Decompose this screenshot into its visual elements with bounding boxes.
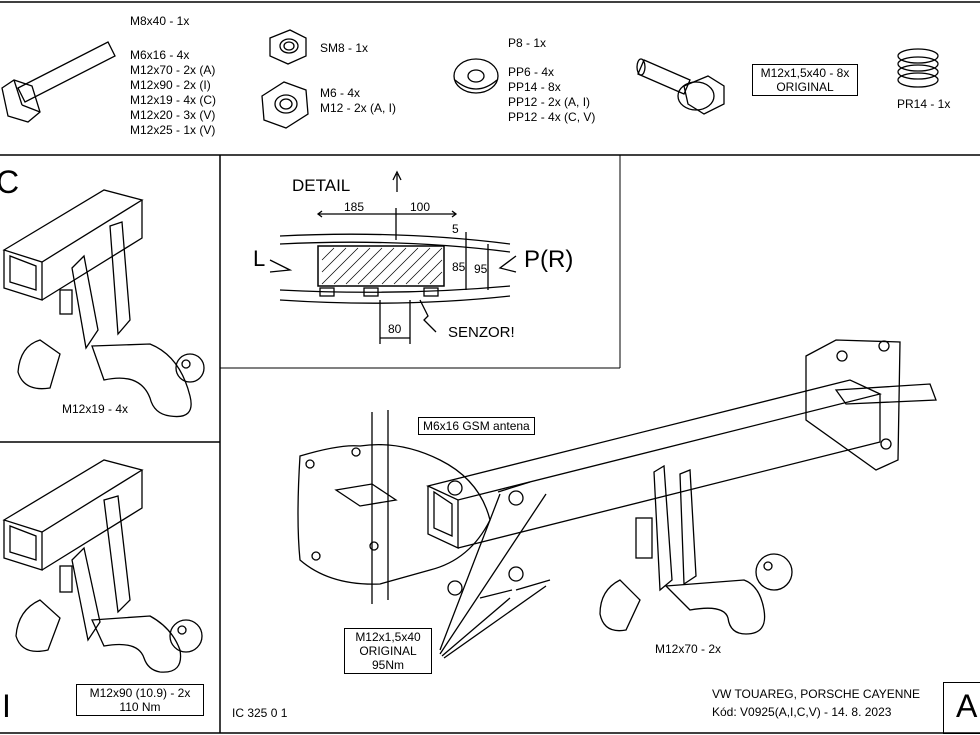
part-label: M12 - 2x (A, I)	[320, 101, 397, 115]
variant-a-frame	[943, 682, 980, 734]
part-label: SM8 - 1x	[320, 41, 369, 55]
part-label: M12x90 - 2x (I)	[130, 78, 211, 92]
part-label: P8 - 1x	[508, 36, 547, 50]
part-label: M6x16 - 4x	[130, 48, 190, 62]
variant-i-drawing	[2, 459, 203, 673]
bolt-icon	[1, 41, 116, 123]
part-label: ORIGINAL	[359, 644, 417, 658]
dimension-label: 5	[452, 222, 459, 236]
variant-i-bolt-label: M12x90 (10.9) - 2x 110 Nm	[76, 684, 204, 716]
original-bolt-label: M12x1,5x40 ORIGINAL 95Nm	[344, 628, 432, 674]
dimension-label: 185	[344, 200, 365, 214]
main-assembly-drawing	[297, 339, 937, 659]
part-label: M12x25 - 1x (V)	[130, 123, 216, 137]
variant-i-letter: I	[2, 688, 11, 724]
part-label: 110 Nm	[119, 700, 161, 714]
detail-drawing	[269, 170, 517, 344]
part-label: M12x90 (10.9) - 2x	[89, 686, 191, 700]
side-right-label: P(R)	[524, 246, 574, 273]
part-label: M12x20 - 3x (V)	[130, 108, 216, 122]
part-label: M12x70 - 2x (A)	[130, 63, 216, 77]
hex-nut-icon	[261, 81, 309, 129]
part-label: PP12 - 4x (C, V)	[508, 110, 596, 124]
sensor-label: SENZOR!	[448, 324, 515, 341]
antenna-label: M6x16 GSM antena	[418, 417, 535, 435]
flange-bolt-icon	[636, 58, 725, 115]
part-label: 95Nm	[371, 658, 404, 672]
part-label: PP6 - 4x	[508, 65, 555, 79]
part-label: M12x1,5x40 - 8x	[760, 66, 850, 80]
sm-nut-icon	[269, 29, 307, 65]
ball-bolt-label: M12x70 - 2x	[655, 642, 722, 656]
side-left-label: L	[253, 246, 266, 271]
variant-a-letter: A	[956, 688, 978, 724]
product-code: Kód: V0925(A,I,C,V) - 14. 8. 2023	[712, 705, 892, 719]
dimension-label: 95	[474, 262, 488, 276]
part-label: PR14 - 1x	[897, 97, 951, 111]
part-label: M12x1,5x40	[355, 630, 421, 644]
part-label: PP12 - 2x (A, I)	[508, 95, 591, 109]
variant-c-drawing	[2, 189, 205, 418]
drawing-number: IC 325 0 1	[232, 706, 288, 720]
spring-icon	[897, 48, 939, 88]
dimension-label: 80	[388, 322, 402, 336]
dimension-label: 100	[410, 200, 431, 214]
flange-bolt-label: M12x1,5x40 - 8x ORIGINAL	[752, 64, 858, 96]
variant-c-bolt-label: M12x19 - 4x	[62, 402, 129, 416]
part-label: ORIGINAL	[776, 80, 834, 94]
detail-title: DETAIL	[292, 176, 351, 195]
part-label: M6 - 4x	[320, 86, 361, 100]
dimension-label: 85	[452, 260, 466, 274]
vehicle-title: VW TOUAREG, PORSCHE CAYENNE	[712, 687, 921, 701]
part-label: M8x40 - 1x	[130, 14, 190, 28]
variant-c-letter: C	[0, 164, 20, 200]
part-label: M12x19 - 4x (C)	[130, 93, 217, 107]
part-label: PP14 - 8x	[508, 80, 561, 94]
washer-icon	[453, 58, 499, 94]
